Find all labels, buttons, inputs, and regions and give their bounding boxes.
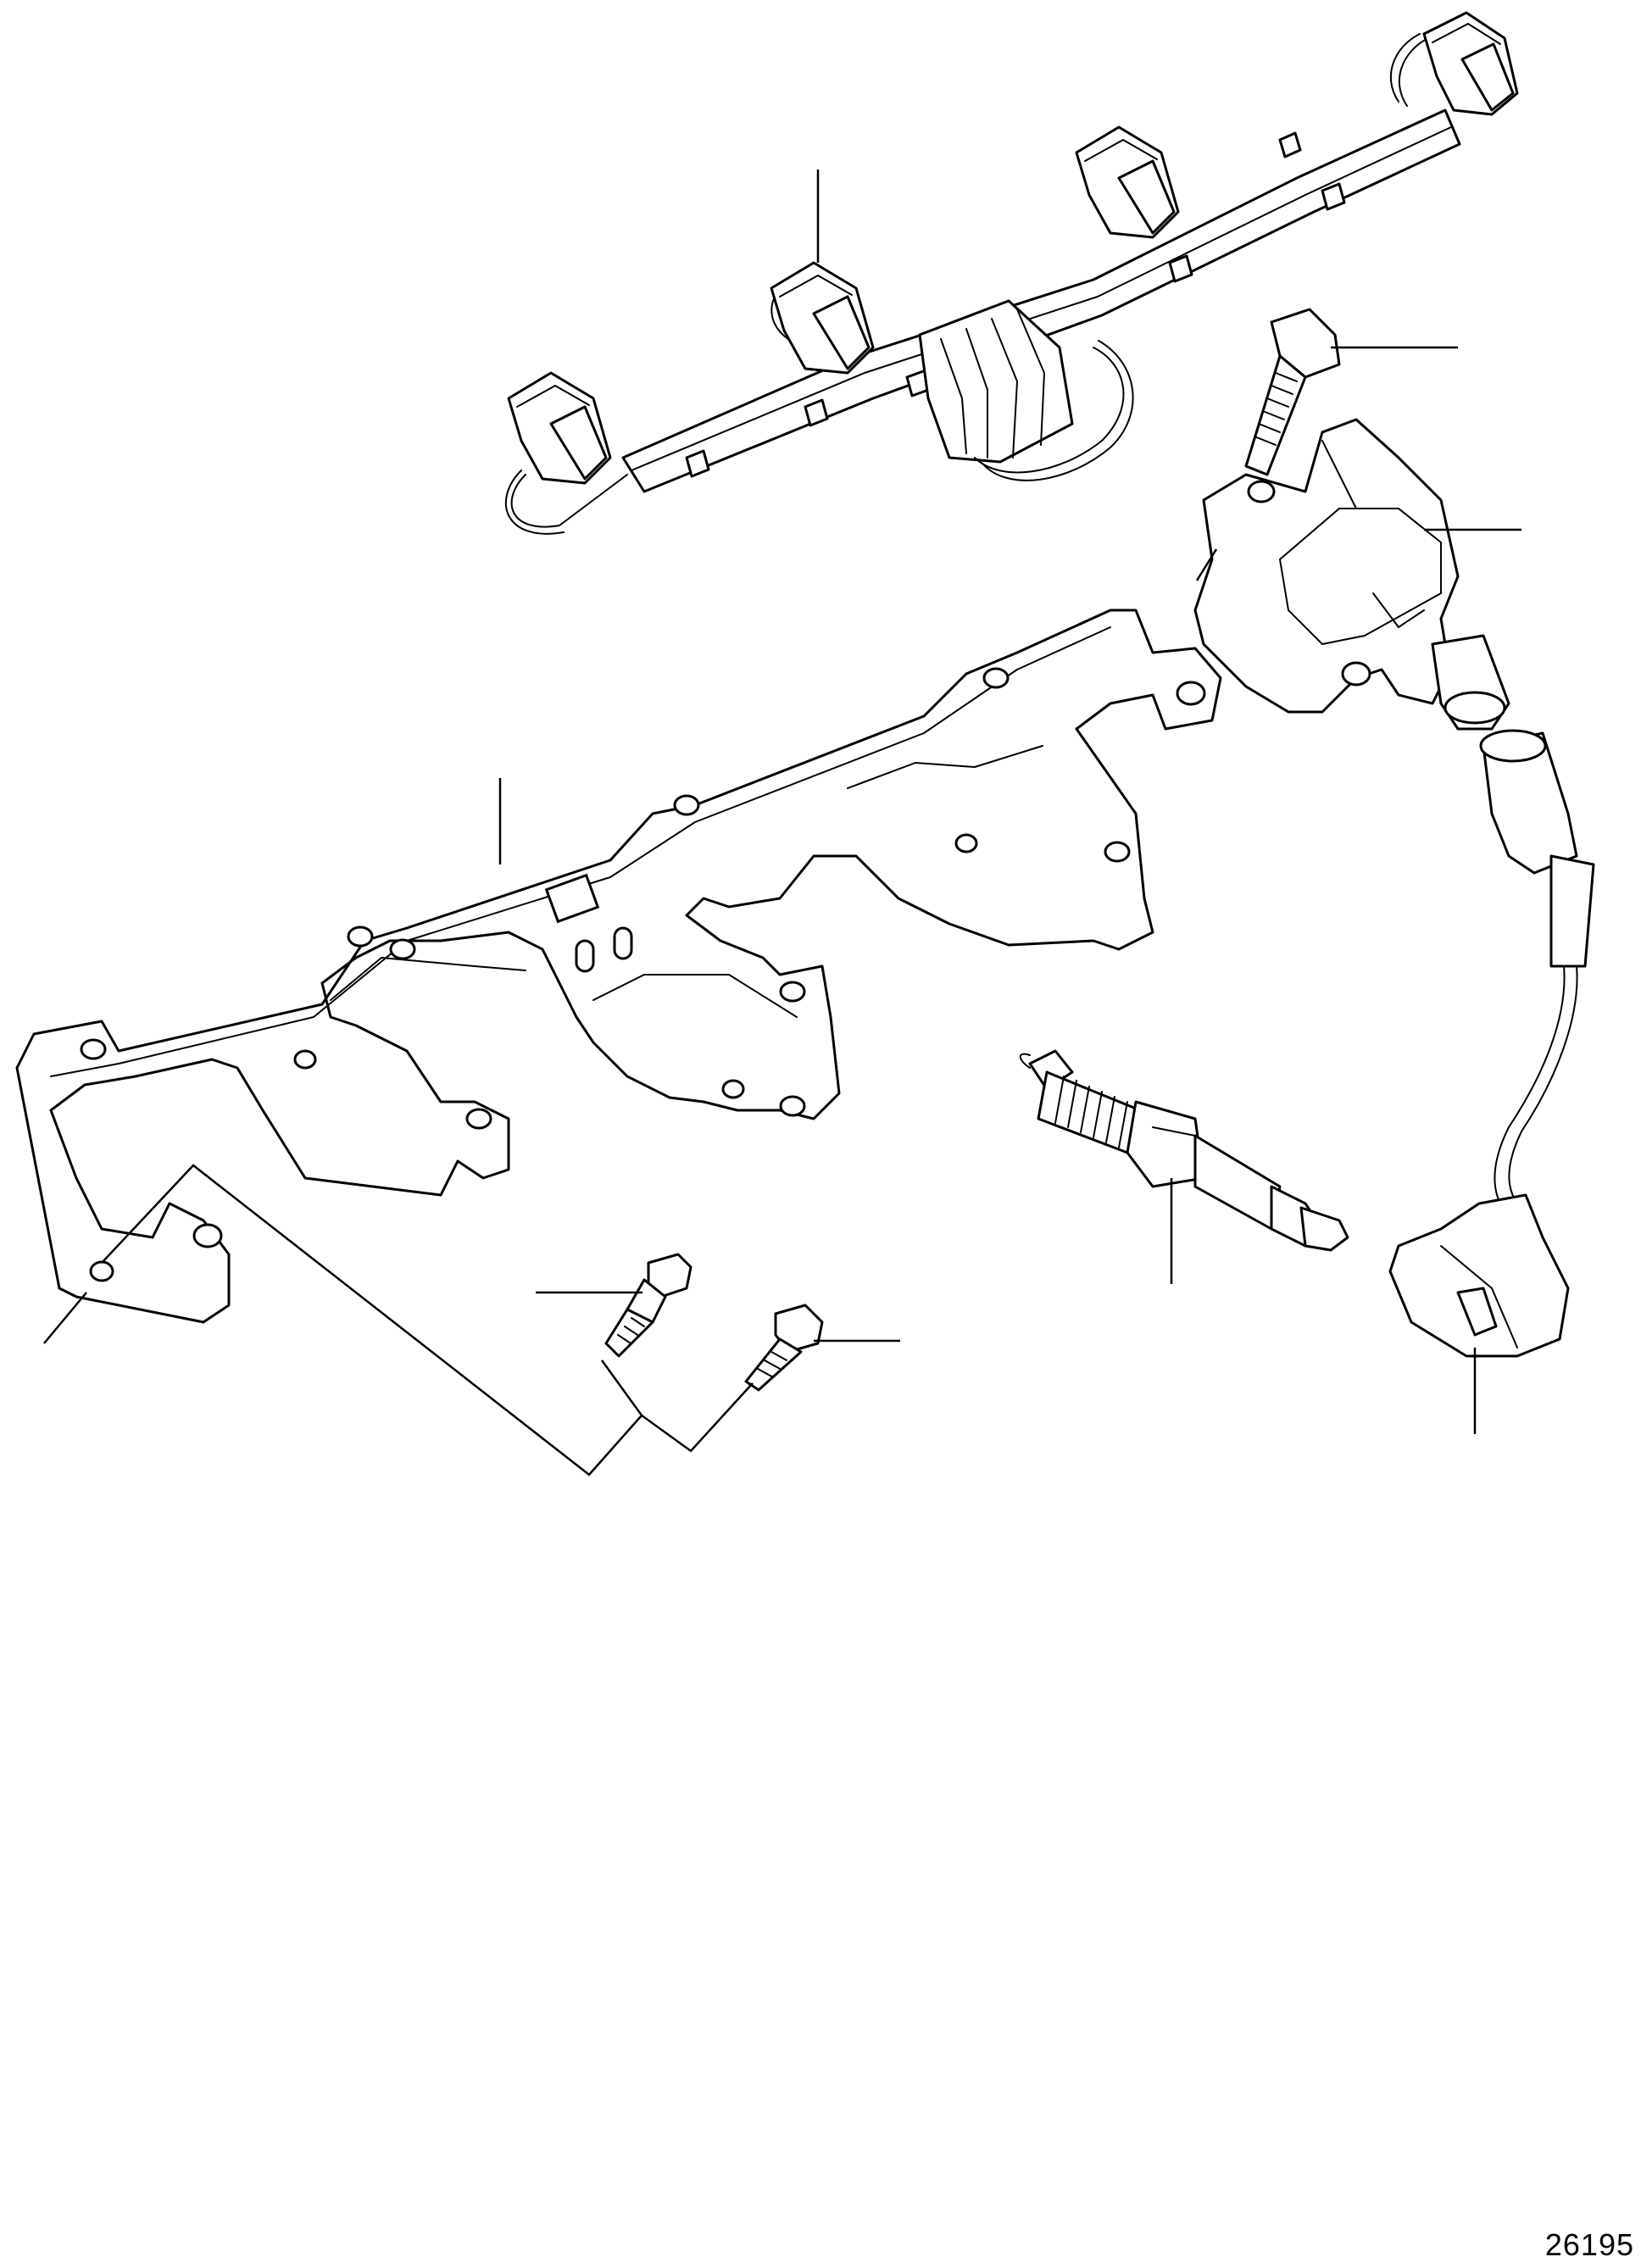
ignition-coil-bracket xyxy=(15,609,1222,1324)
spark-plug xyxy=(1019,1049,1349,1252)
ignition-wiring-harness xyxy=(504,11,1519,535)
leader-lines xyxy=(43,170,1521,1476)
leader-bracket-left xyxy=(43,1292,87,1344)
stud xyxy=(604,1253,693,1358)
leader-coil-gasket xyxy=(1195,548,1218,581)
leader-fastener-group xyxy=(101,1164,754,1476)
spark-plug-lead xyxy=(1388,729,1595,1358)
ignition-coil xyxy=(1193,418,1510,731)
leader-fastener-stud-branch xyxy=(600,1359,643,1416)
flange-screw xyxy=(744,1304,824,1392)
coil-mounting-bolt xyxy=(1244,308,1341,476)
drawing-number: 26195 xyxy=(1544,2227,1634,2262)
